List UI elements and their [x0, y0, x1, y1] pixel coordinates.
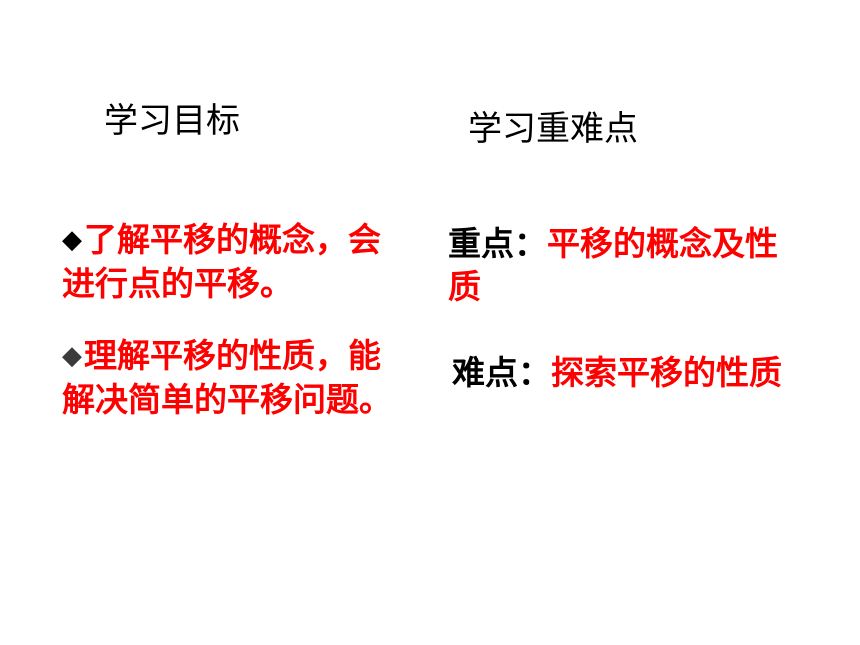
key-point: 重点：平移的概念及性质	[448, 222, 808, 308]
objective-text: 了解平移的概念，会进行点的平移。	[62, 220, 381, 303]
difficult-point-text: 探索平移的性质	[551, 353, 782, 392]
objective-text: 理解平移的性质，能解决简单的平移问题。	[62, 336, 392, 419]
key-point-text: 平移的概念及性质	[448, 224, 778, 306]
key-point-label: 重点：	[448, 224, 547, 263]
difficult-point: 难点：探索平移的性质	[452, 351, 782, 394]
diamond-bullet-icon: ◆	[62, 341, 82, 371]
objective-item-1: ◆了解平移的概念，会进行点的平移。	[62, 218, 402, 305]
key-difficult-heading: 学习重难点	[468, 109, 638, 149]
diamond-bullet-icon: ◆	[62, 225, 82, 255]
objectives-heading: 学习目标	[104, 101, 240, 141]
difficult-point-label: 难点：	[452, 353, 551, 392]
objective-item-2: ◆理解平移的性质，能解决简单的平移问题。	[62, 334, 412, 421]
